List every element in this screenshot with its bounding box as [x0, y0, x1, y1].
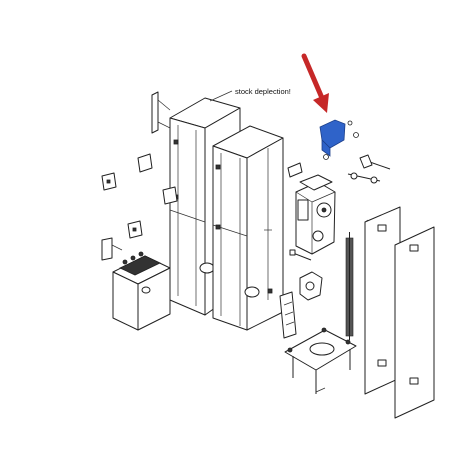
annotation-label: stock deplection!	[235, 87, 291, 96]
annotation-leader	[209, 90, 233, 102]
base-plate	[284, 327, 357, 394]
right-post	[212, 125, 284, 331]
control-box	[112, 251, 171, 331]
indicator-arrow	[301, 53, 329, 113]
door-panels	[364, 206, 435, 419]
lever-assembly	[287, 154, 391, 184]
motor-assembly	[295, 174, 336, 255]
balance-spring	[345, 232, 354, 340]
small-components	[267, 249, 323, 339]
mounting-brackets	[101, 153, 178, 261]
highlighted-part	[319, 119, 359, 160]
